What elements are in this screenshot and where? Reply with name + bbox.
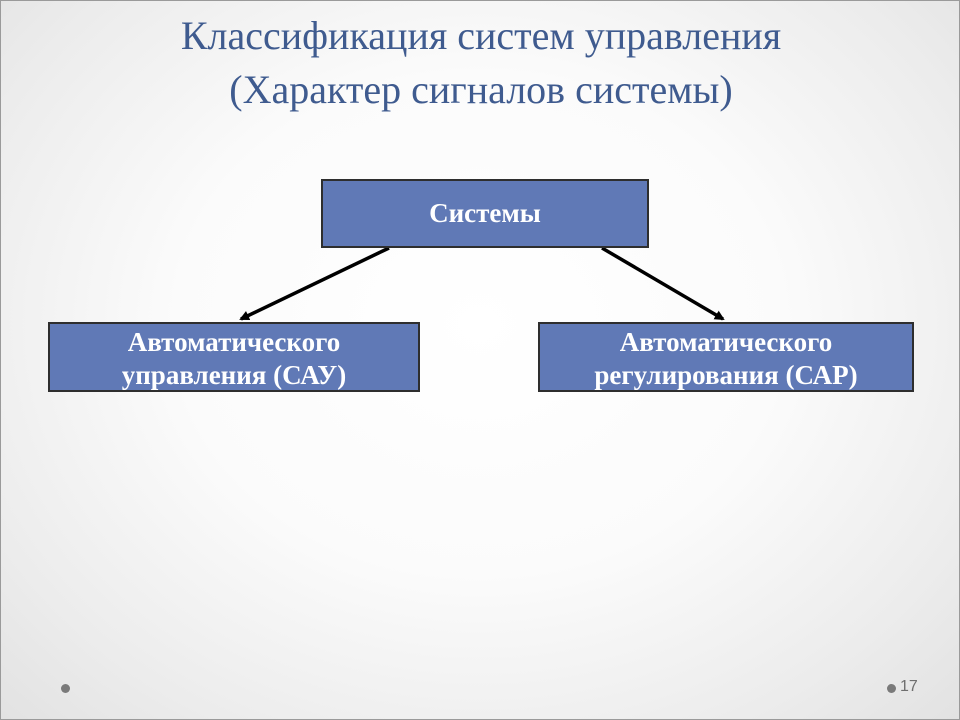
node-sau-line-2: управления (САУ) <box>121 360 347 390</box>
title-line-2: (Характер сигналов системы) <box>229 67 733 112</box>
node-sau: Автоматического управления (САУ) <box>48 322 420 392</box>
bullet-dot-right <box>887 684 896 693</box>
arrow-to-sar <box>601 246 725 321</box>
bullet-dot-left <box>61 684 70 693</box>
arrow-to-sau <box>239 246 390 321</box>
node-sar: Автоматического регулирования (САР) <box>538 322 914 392</box>
title-line-1: Классификация систем управления <box>180 13 782 58</box>
node-systems: Системы <box>321 179 649 248</box>
node-sar-line-2: регулирования (САР) <box>594 360 858 390</box>
page-number: 17 <box>900 678 918 695</box>
node-systems-label: Системы <box>429 198 541 228</box>
node-sau-line-1: Автоматического <box>127 327 341 357</box>
slide-title: Классификация систем управления (Характе… <box>61 9 901 117</box>
node-sar-line-1: Автоматического <box>619 327 833 357</box>
